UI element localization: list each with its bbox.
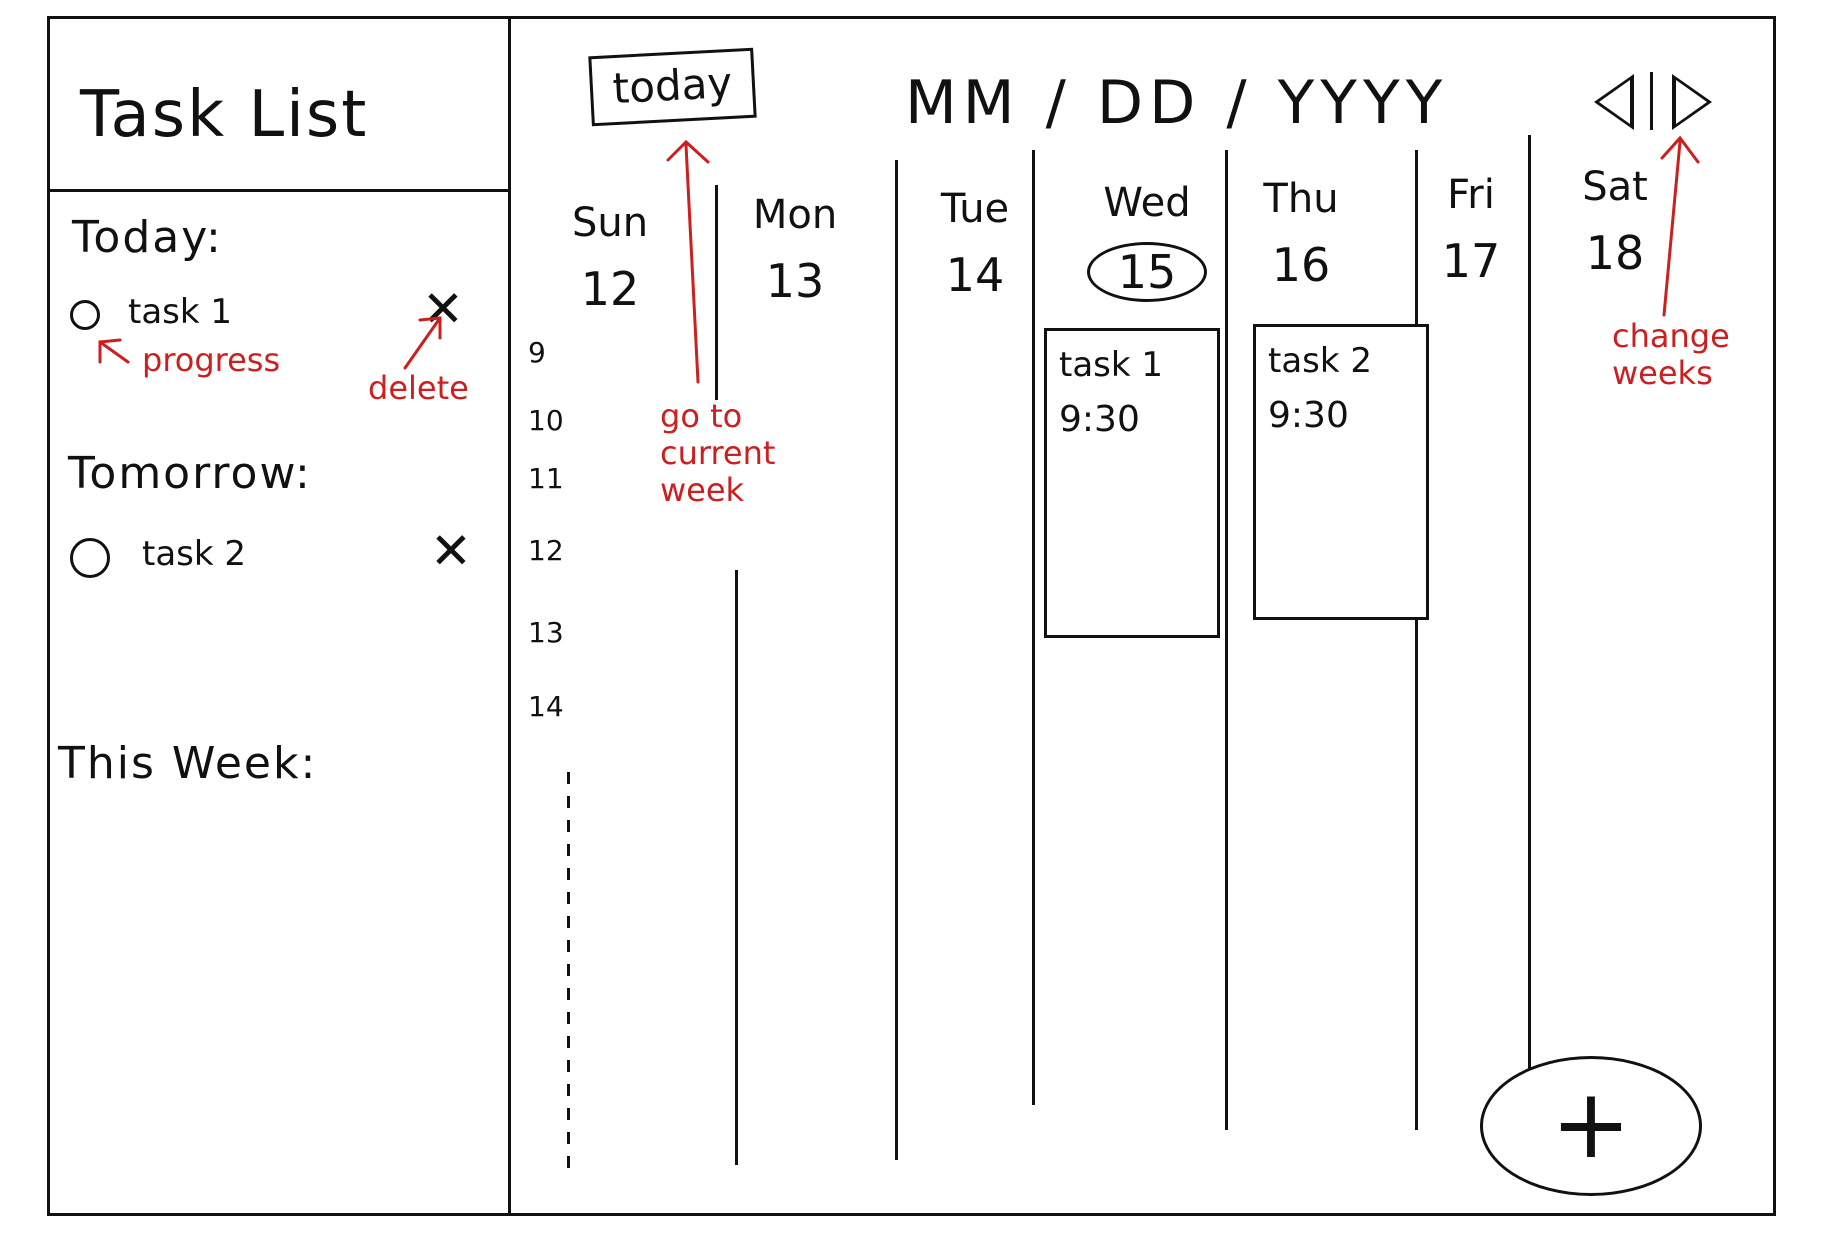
day-name: Tue <box>940 186 1010 232</box>
annotation-change-weeks: change weeks <box>1612 318 1730 392</box>
day-number-today: 15 <box>1087 242 1207 302</box>
task-name: task 2 <box>142 534 247 574</box>
hour-label: 10 <box>528 404 564 437</box>
annotation-line: current <box>660 433 776 472</box>
title-divider <box>47 189 509 192</box>
annotation-line: weeks <box>1612 353 1713 392</box>
day-header-thu[interactable]: Thu 16 <box>1226 176 1376 292</box>
task-item-today-1[interactable]: task 1 ✕ <box>70 284 470 342</box>
day-number: 16 <box>1271 238 1331 292</box>
hour-label: 11 <box>528 462 564 495</box>
day-header-tue[interactable]: Tue 14 <box>900 186 1050 302</box>
event-name: task 1 <box>1059 345 1164 385</box>
hour-label: 12 <box>528 534 564 567</box>
column-line <box>1032 150 1035 1105</box>
day-name: Mon <box>752 192 838 238</box>
date-display: MM / DD / YYYY <box>905 68 1449 138</box>
event-name: task 2 <box>1268 341 1373 381</box>
day-name: Wed <box>1103 180 1191 226</box>
day-number: 14 <box>945 248 1005 302</box>
this-week-section-title: This Week: <box>58 738 318 789</box>
day-header-sun[interactable]: Sun 12 <box>535 200 685 316</box>
progress-circle-icon[interactable] <box>70 538 110 578</box>
annotation-line: change <box>1612 317 1730 355</box>
day-header-sat[interactable]: Sat 18 <box>1540 164 1690 280</box>
column-line <box>735 570 738 1165</box>
triangle-right-icon[interactable] <box>1672 74 1712 130</box>
column-line <box>1415 150 1418 1130</box>
today-button[interactable]: today <box>588 47 757 127</box>
day-header-wed[interactable]: Wed 15 <box>1072 180 1222 302</box>
day-number: 18 <box>1585 226 1645 280</box>
add-task-button[interactable]: + <box>1480 1056 1702 1196</box>
triangle-left-icon[interactable] <box>1594 74 1634 130</box>
day-number: 13 <box>765 254 825 308</box>
day-number: 17 <box>1441 234 1501 288</box>
annotation-progress: progress <box>142 341 281 379</box>
calendar-event[interactable]: task 2 9:30 <box>1253 324 1429 620</box>
day-number: 12 <box>580 262 640 316</box>
column-line <box>895 160 898 1160</box>
day-name: Sun <box>571 200 649 246</box>
more-hours-ellipsis <box>567 772 573 1172</box>
tomorrow-section-title: Tomorrow: <box>68 448 312 499</box>
app-frame <box>47 16 1776 1216</box>
nav-separator <box>1650 72 1653 130</box>
sidebar-divider <box>508 16 511 1216</box>
column-line <box>1528 135 1531 1080</box>
event-time: 9:30 <box>1059 399 1140 440</box>
day-header-mon[interactable]: Mon 13 <box>720 192 870 308</box>
task-item-tomorrow-1[interactable]: task 2 ✕ <box>70 526 472 580</box>
column-line <box>715 185 718 400</box>
day-name: Fri <box>1447 172 1495 218</box>
annotation-go-to-current-week: go to current week <box>660 398 775 508</box>
day-name: Sat <box>1582 164 1648 210</box>
annotation-line: week <box>660 470 745 509</box>
hour-label: 9 <box>528 336 546 369</box>
task-name: task 1 <box>128 292 233 332</box>
hour-label: 13 <box>528 616 564 649</box>
hour-label: 14 <box>528 690 564 723</box>
today-section-title: Today: <box>72 212 223 263</box>
annotation-delete: delete <box>368 369 469 407</box>
calendar-event[interactable]: task 1 9:30 <box>1044 328 1220 638</box>
delete-icon[interactable]: ✕ <box>430 522 472 580</box>
annotation-line: go to <box>660 397 743 435</box>
column-line <box>1225 150 1228 1130</box>
event-time: 9:30 <box>1268 395 1349 436</box>
sidebar-title: Task List <box>80 78 369 152</box>
day-header-fri[interactable]: Fri 17 <box>1396 172 1546 288</box>
delete-icon[interactable]: ✕ <box>422 280 464 338</box>
progress-circle-icon[interactable] <box>70 300 100 330</box>
day-name: Thu <box>1263 176 1339 222</box>
